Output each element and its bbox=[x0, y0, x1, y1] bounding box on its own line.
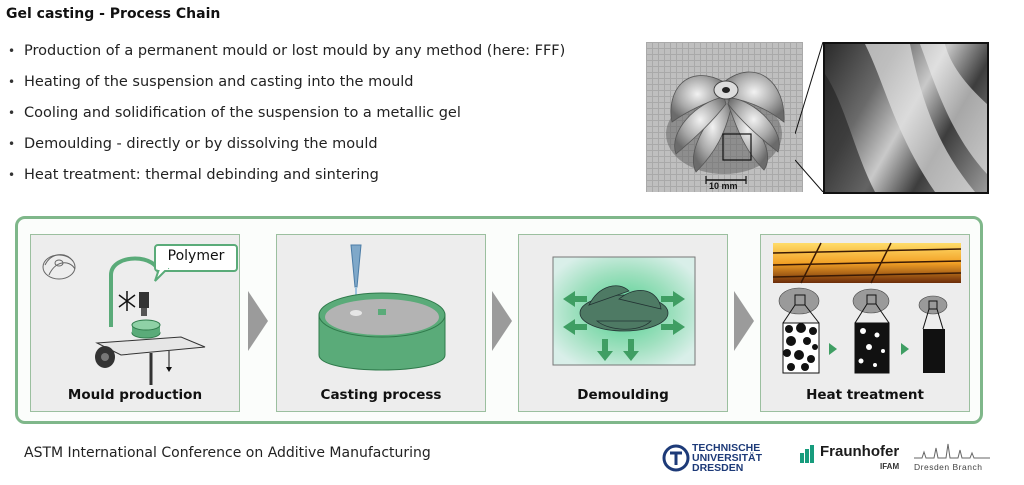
skyline-icon bbox=[914, 443, 990, 459]
impeller-image bbox=[666, 71, 785, 184]
polymer-callout bbox=[154, 244, 238, 282]
bullet-item: Heating of the suspension and casting in… bbox=[8, 67, 565, 98]
chevron-right-icon bbox=[248, 291, 268, 351]
printer-illustration bbox=[42, 254, 206, 385]
impeller-outline-icon bbox=[42, 254, 76, 280]
bullet-list: Production of a permanent mould or lost … bbox=[8, 36, 565, 191]
chevron-right-icon bbox=[492, 291, 512, 351]
bullet-item: Demoulding - directly or by dissolving t… bbox=[8, 129, 565, 160]
step-heat-treatment: Heat treatment bbox=[760, 234, 970, 412]
chevron-right-icon bbox=[734, 291, 754, 351]
conference-footer: ASTM International Conference on Additiv… bbox=[24, 445, 431, 461]
step-label: Mould production bbox=[67, 387, 203, 403]
step-label: Demoulding bbox=[577, 387, 669, 403]
step-label: Casting process bbox=[320, 387, 442, 403]
step-casting-process: Casting process bbox=[276, 234, 486, 412]
step-demoulding: Demoulding bbox=[518, 234, 728, 412]
process-chain: Polymer Mould production Casting process bbox=[15, 216, 983, 424]
step-label: Heat treatment bbox=[806, 387, 924, 403]
casting-illustration bbox=[318, 244, 446, 371]
fraunhofer-wordmark: Fraunhofer bbox=[820, 443, 900, 460]
tu-dresden-emblem-icon bbox=[662, 444, 690, 472]
heat-treatment-illustration bbox=[772, 242, 962, 374]
impeller-zoom-photo bbox=[823, 42, 989, 194]
scale-bar-label: 10 mm bbox=[709, 181, 738, 191]
demoulding-illustration bbox=[552, 256, 696, 366]
step-mould-production: Polymer Mould production bbox=[30, 234, 240, 412]
tu-dresden-logo: TECHNISCHE UNIVERSITÄT DRESDEN bbox=[662, 441, 772, 477]
bullet-item: Cooling and solidification of the suspen… bbox=[8, 98, 565, 129]
bullet-item: Heat treatment: thermal debinding and si… bbox=[8, 160, 565, 191]
dresden-branch-label: Dresden Branch bbox=[914, 462, 983, 472]
bullet-item: Production of a permanent mould or lost … bbox=[8, 36, 565, 67]
zoom-surface-image bbox=[825, 44, 987, 192]
fraunhofer-institute-label: IFAM bbox=[880, 462, 900, 471]
polymer-callout-label: Polymer bbox=[167, 248, 225, 264]
dresden-branch-logo: Dresden Branch bbox=[914, 442, 994, 476]
impeller-photo bbox=[646, 42, 803, 192]
zoom-connector bbox=[795, 42, 824, 192]
tu-dresden-wordmark: TECHNISCHE UNIVERSITÄT DRESDEN bbox=[692, 442, 763, 474]
fraunhofer-logo: Fraunhofer IFAM bbox=[800, 441, 910, 477]
fraunhofer-emblem-icon bbox=[800, 445, 814, 463]
slide-title: Gel casting - Process Chain bbox=[6, 6, 221, 22]
